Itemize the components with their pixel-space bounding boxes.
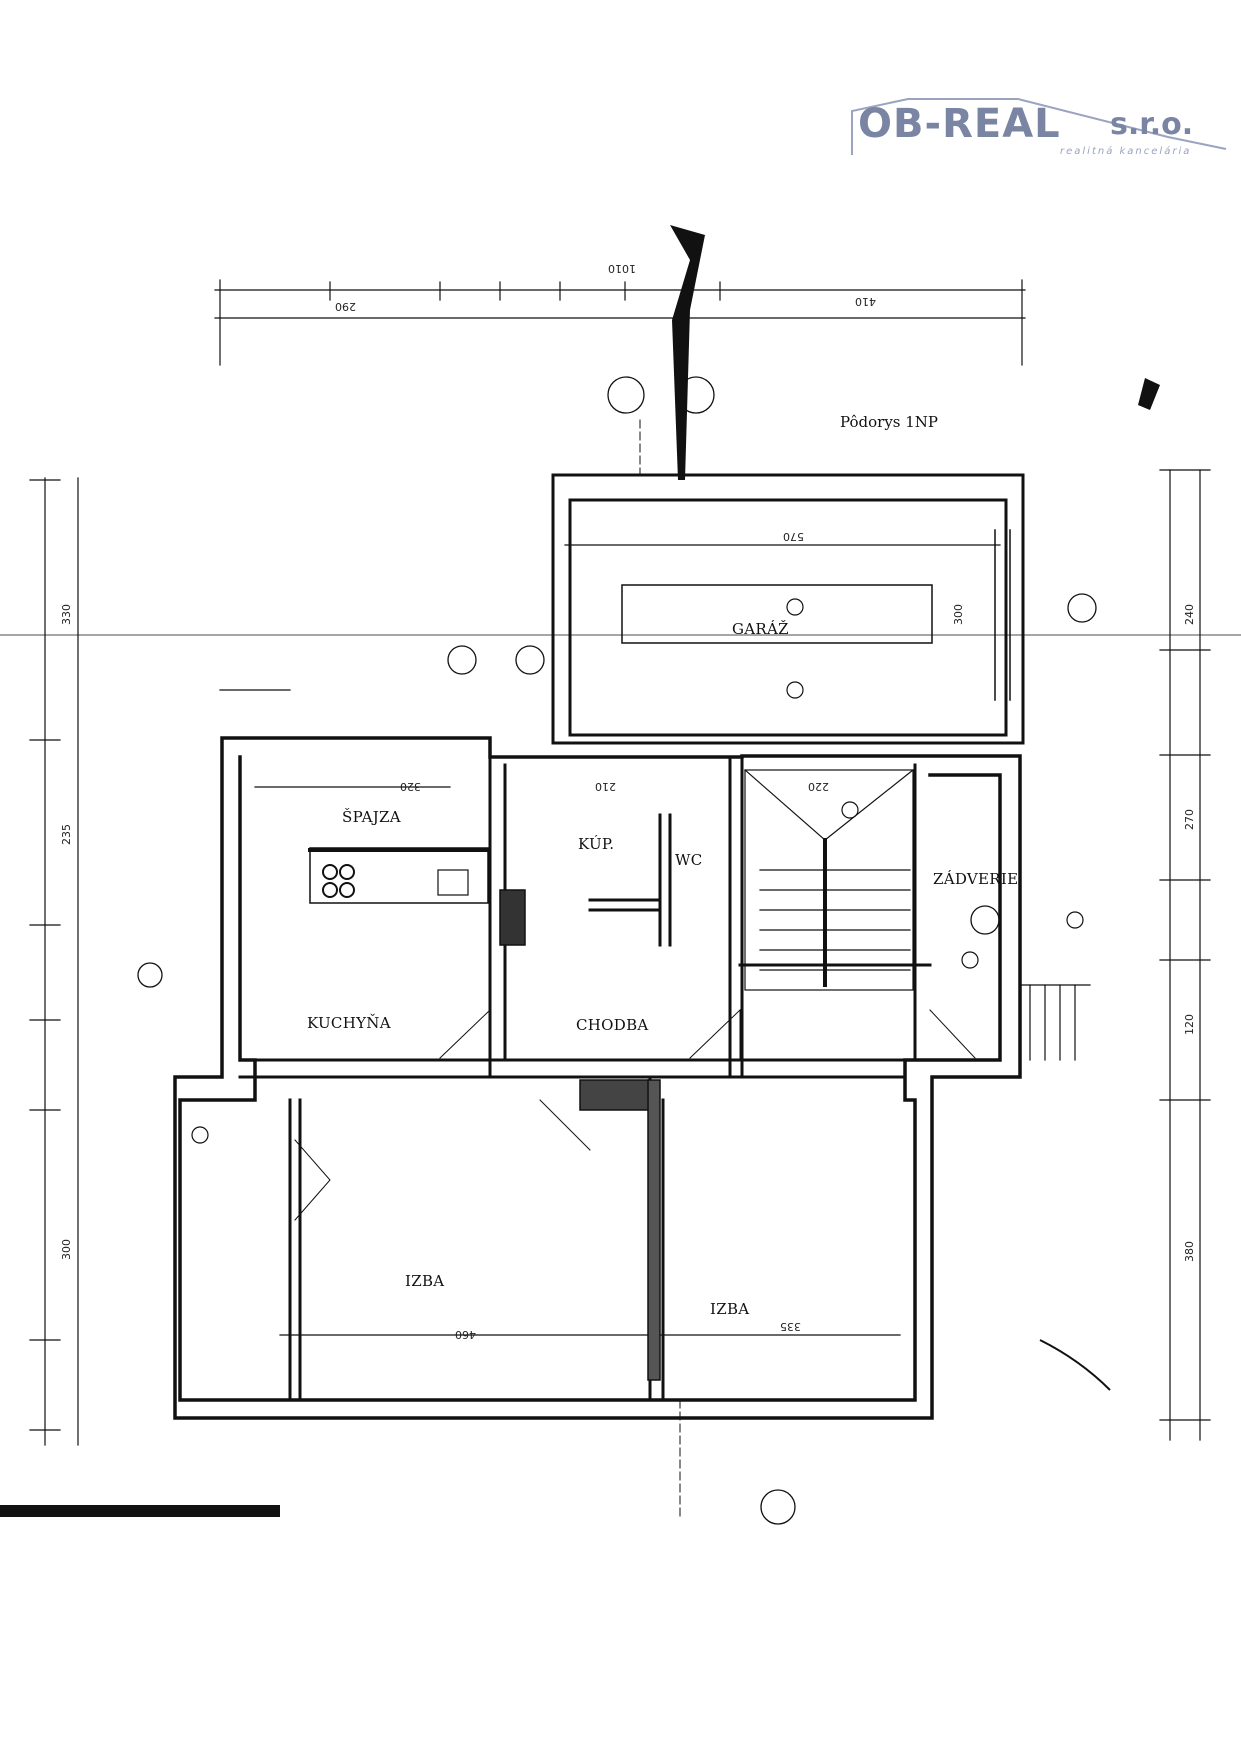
logo-tagline: realitná kancelária — [1060, 146, 1192, 157]
dimension-text: 220 — [808, 780, 829, 793]
room-label-right-room: IZBA — [710, 1300, 750, 1318]
dimension-text: 210 — [595, 780, 616, 793]
dimension-text: 335 — [780, 1320, 801, 1333]
logo-suffix: s.r.o. — [1110, 107, 1194, 142]
room-label-vestibule: ZÁDVERIE — [933, 870, 1019, 888]
dimension-text: 235 — [60, 824, 73, 845]
staircase — [744, 769, 1091, 1061]
dimension-text: 330 — [60, 604, 73, 625]
dimension-text: 240 — [1183, 604, 1196, 625]
dimension-text: 380 — [1183, 1241, 1196, 1262]
dimension-text: 1010 — [608, 262, 636, 275]
room-label-hall: CHODBA — [576, 1016, 649, 1034]
logo-roof-icon — [851, 98, 1227, 155]
dimension-text: 410 — [855, 295, 876, 308]
dimension-text: 570 — [783, 530, 804, 543]
dimension-text: 270 — [1183, 809, 1196, 830]
door-swings — [294, 1008, 976, 1221]
logo-name: OB-REAL — [858, 101, 1061, 147]
room-label-wc: WC — [675, 851, 703, 869]
dimension-text: 300 — [60, 1239, 73, 1260]
kitchen-counter — [308, 847, 490, 904]
room-label-kitchen: KUCHYŇA — [307, 1014, 391, 1032]
plan-title: Pôdorys 1NP — [840, 413, 939, 431]
section-markers — [137, 376, 1097, 1525]
level-markers — [191, 598, 1084, 1144]
dimension-text: 460 — [455, 1328, 476, 1341]
room-label-bath: KÚP. — [578, 835, 615, 853]
dimension-lines — [0, 279, 1241, 1446]
dimension-text: 320 — [400, 780, 421, 793]
room-label-pantry: ŠPAJZA — [342, 808, 401, 826]
chimney-hatches — [499, 889, 661, 1381]
dimension-text: 120 — [1183, 1014, 1196, 1035]
room-label-left-room: IZBA — [405, 1272, 445, 1290]
room-label-garage: GARÁŽ — [732, 620, 789, 638]
axis-lines — [639, 419, 681, 1521]
scan-artifact-crack — [670, 225, 705, 480]
garage-walls — [551, 473, 1025, 745]
dimension-text: 300 — [952, 604, 965, 625]
company-logo: OB-REAL s.r.o. realitná kancelária — [848, 97, 1230, 161]
scan-artifact-bar — [0, 1505, 280, 1517]
dimension-text: 290 — [335, 300, 356, 313]
